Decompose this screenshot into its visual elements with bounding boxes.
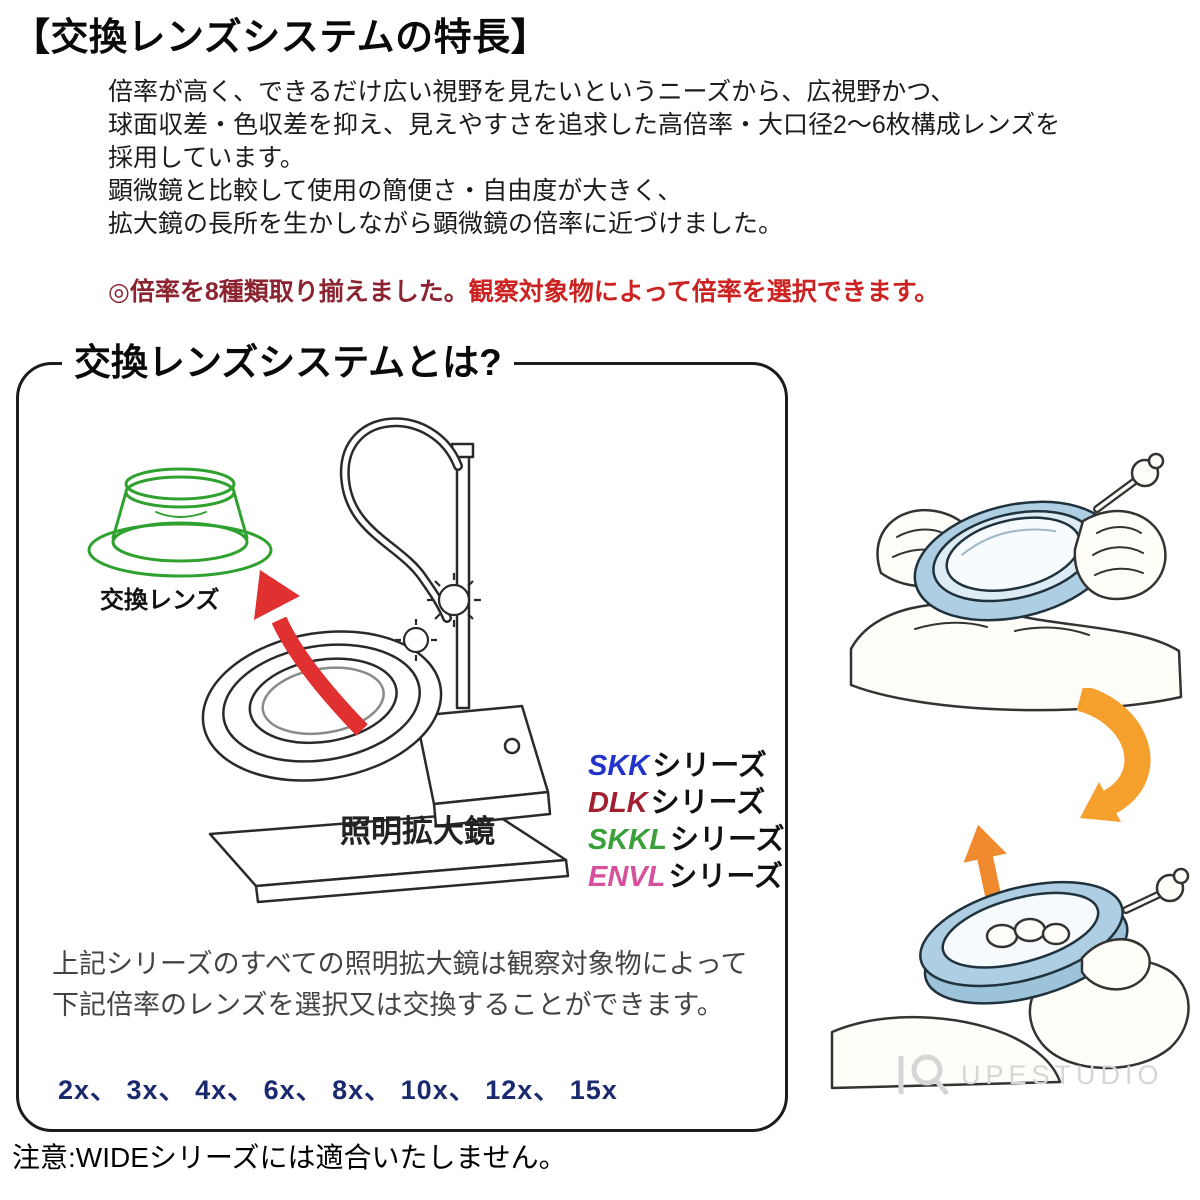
intro-line: 倍率が高く、できるだけ広い視野を見たいというニーズから、広視野かつ、 — [108, 78, 956, 106]
up-arrow-icon — [963, 824, 1007, 901]
lens-head-ring — [201, 630, 443, 782]
intro-line: 顕微鏡と比較して使用の簡便さ・自由度が大きく、 — [108, 177, 683, 205]
rotate-arrow-icon — [1076, 688, 1151, 822]
highlight-note: ◎倍率を8種類取り揃えました。観察対象物によって倍率を選択できます。 — [108, 272, 939, 308]
magnification-list: 2x、 3x、 4x、 6x、 8x、 10x、 12x、 15x — [58, 1075, 618, 1105]
series-suffix: シリーズ — [652, 750, 767, 782]
replacement-lens-drawing — [87, 467, 273, 578]
intro-line: 球面収差・色収差を抑え、見えやすさを追求した高倍率・大口径2～6枚構成レンズを — [108, 111, 1061, 139]
watermark-text: UPESTUDIO — [961, 1059, 1164, 1090]
series-name: SKKL — [588, 824, 667, 856]
lens-holding-hands-illustration — [849, 452, 1183, 712]
intro-line: 拡大鏡の長所を生かしながら顕微鏡の倍率に近づけました。 — [108, 210, 784, 238]
series-suffix: シリーズ — [669, 824, 785, 856]
lamp-base — [208, 810, 570, 904]
description-line: 下記倍率のレンズを選択又は交換することができます。 — [52, 990, 724, 1020]
magnifier-icon — [898, 1054, 949, 1096]
fingers — [985, 917, 1071, 949]
adjust-knobs — [395, 573, 481, 661]
lens-handle — [1093, 452, 1165, 513]
note-text: 注意:WIDEシリーズには適合いたしません。 — [12, 1142, 567, 1173]
watermark: UPESTUDIO — [893, 1052, 1164, 1098]
highlight-rest: 観察対象物によって倍率を選択できます。 — [468, 278, 940, 306]
intro-line: 採用しています。 — [108, 144, 305, 172]
description-line: 上記シリーズのすべての照明拡大鏡は観察対象物によって — [52, 949, 748, 979]
intro-paragraph: 倍率が高く、できるだけ広い視野を見たいというニーズから、広視野かつ、 球面収差・… — [108, 76, 1060, 241]
series-suffix: シリーズ — [650, 787, 766, 819]
compatibility-description: 上記シリーズのすべての照明拡大鏡は観察対象物によって 下記倍率のレンズを選択又は… — [52, 944, 748, 1026]
lamp-post — [450, 442, 475, 710]
forearm — [830, 1016, 1062, 1090]
thumb — [1080, 938, 1151, 991]
series-name: ENVL — [588, 861, 666, 893]
box-title: 交換レンズシステムとは? — [62, 332, 514, 386]
lens-handle — [1122, 867, 1190, 914]
swap-arrow-icon — [254, 570, 368, 736]
palm — [849, 602, 1183, 712]
series-name: SKK — [588, 750, 650, 782]
replacement-lens-label: 交換レンズ — [100, 587, 220, 614]
right-hand — [1073, 509, 1167, 601]
magnifier-lamp-illustration — [87, 417, 570, 904]
lens-attaching-hands-illustration — [830, 867, 1190, 1090]
illuminated-magnifier-label: 照明拡大鏡 — [340, 814, 495, 849]
series-suffix: シリーズ — [668, 861, 783, 893]
highlight-lead: ◎倍率を8種類取り揃えました。 — [108, 278, 469, 306]
lamp-housing — [414, 704, 552, 828]
gooseneck-arm — [339, 417, 463, 623]
page-title: 【交換レンズシステムの特長】 — [12, 17, 550, 59]
series-name: DLK — [588, 787, 648, 819]
